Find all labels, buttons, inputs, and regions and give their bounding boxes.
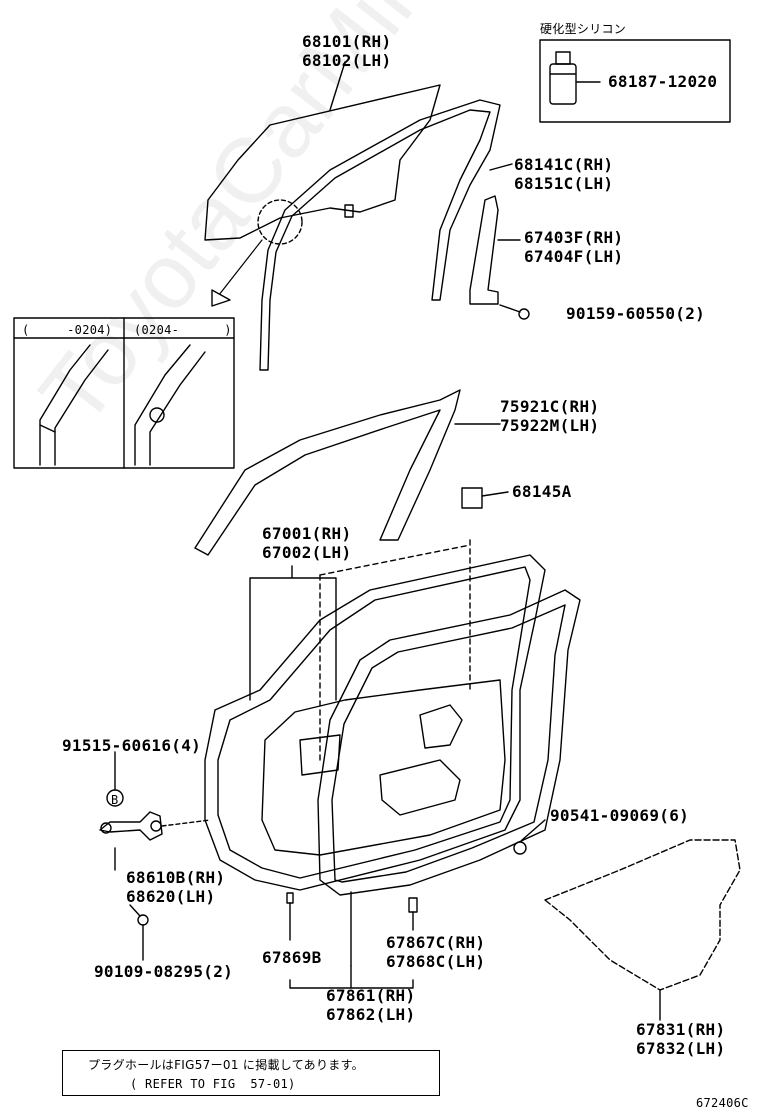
figure-id: 672406C	[696, 1096, 749, 1110]
label-clip-67869: 67869B	[262, 948, 322, 967]
sealant-part: 68187-12020	[608, 72, 718, 91]
pad-icon	[461, 487, 483, 509]
label-door-panel-lh: 67002(LH)	[262, 543, 352, 562]
label-run-channel-lh: 68151C(LH)	[514, 174, 614, 193]
glass-leader	[329, 61, 346, 111]
label-bolt-90109: 90109-08295(2)	[94, 962, 234, 981]
hinge-marker-letter: B	[111, 793, 119, 807]
label-weatherstrip-lh: 67862(LH)	[326, 1005, 416, 1024]
label-division-bar-rh: 67403F(RH)	[524, 228, 624, 247]
label-bolt-91515: 91515-60616(4)	[62, 736, 202, 755]
label-division-bar-lh: 67404F(LH)	[524, 247, 624, 266]
clip-67867-icon	[408, 897, 418, 913]
label-cover-rh: 67831(RH)	[636, 1020, 726, 1039]
sealant-title: 硬化型シリコン	[540, 22, 627, 36]
label-weatherstrip-rh: 67861(RH)	[326, 986, 416, 1005]
door-panel-opening	[379, 759, 461, 816]
hinge-marker-circle	[106, 789, 124, 807]
sealant-box-frame	[539, 39, 731, 123]
label-molding-rh: 75921C(RH)	[500, 397, 600, 416]
label-clip-67867-lh: 67868C(LH)	[386, 952, 486, 971]
door-hinge-icon	[99, 811, 211, 841]
bolt-icon	[137, 914, 149, 926]
label-clip-67867-rh: 67867C(RH)	[386, 933, 486, 952]
label-glass-rh: 68101(RH)	[302, 32, 392, 51]
label-screw-90159: 90159-60550(2)	[566, 304, 706, 323]
reference-note-box	[62, 1050, 440, 1096]
division-bar	[469, 195, 499, 305]
inset-right-header: (0204- )	[134, 323, 232, 337]
door-panel	[204, 554, 546, 891]
label-clip-90541: 90541-09069(6)	[550, 806, 690, 825]
label-hinge-rh: 68610B(RH)	[126, 868, 226, 887]
reference-note-en: ( REFER TO FIG 57-01)	[130, 1077, 296, 1091]
label-cover-lh: 67832(LH)	[636, 1039, 726, 1058]
door-cover	[544, 839, 741, 991]
door-glass	[204, 84, 441, 241]
label-run-channel-rh: 68141C(RH)	[514, 155, 614, 174]
label-door-panel-rh: 67001(RH)	[262, 524, 352, 543]
clip-67869-icon	[286, 892, 294, 904]
screw-icon	[518, 308, 530, 320]
label-molding-lh: 75922M(LH)	[500, 416, 600, 435]
label-pad: 68145A	[512, 482, 572, 501]
label-hinge-lh: 68620(LH)	[126, 887, 216, 906]
glass-bracket	[344, 204, 354, 218]
inset-left-header: ( -0204)	[22, 323, 113, 337]
sealant-tube-icon	[549, 51, 601, 105]
reference-note-jp: プラグホールはFIG57ー01 に掲載してあります。	[88, 1058, 364, 1072]
run-channel	[259, 99, 501, 371]
weatherstrip	[317, 589, 581, 896]
clip-90541-icon	[513, 841, 527, 855]
detail-arrow-icon	[211, 289, 231, 307]
label-glass-lh: 68102(LH)	[302, 51, 392, 70]
outer-molding	[194, 389, 461, 556]
